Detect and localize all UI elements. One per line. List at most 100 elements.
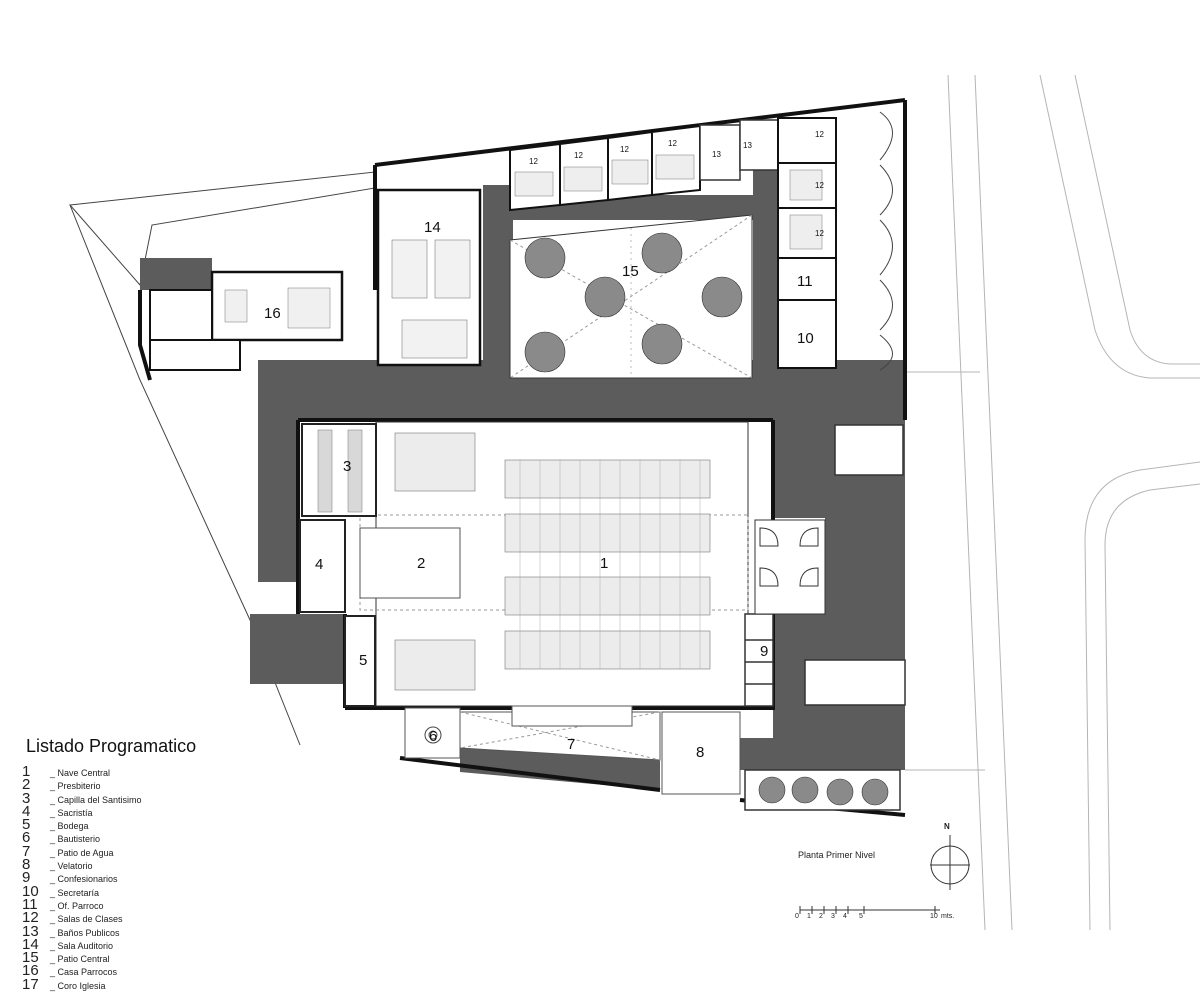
label-room-11: 11 [797, 273, 813, 290]
label-room-4: 4 [315, 556, 323, 573]
east-arches [879, 111, 893, 371]
plan-title: Planta Primer Nivel [798, 850, 876, 860]
scale-tick-label: 4 [843, 913, 847, 920]
room-bautisterio [404, 707, 461, 759]
label-classroom-12: 12 [815, 229, 824, 238]
legend-number: 12 [22, 909, 39, 927]
room-casa-parrocos [149, 270, 344, 371]
legend-label: Coro Iglesia [50, 980, 106, 993]
north-arrow-icon [930, 835, 970, 890]
legend-number: 17 [22, 975, 39, 993]
legend-number: 6 [22, 829, 31, 847]
site-boundary [68, 171, 376, 287]
label-classroom-12: 12 [620, 145, 629, 154]
legend-number: 3 [22, 789, 31, 807]
room-patio-de-agua [459, 705, 661, 761]
scale-tick-label: 10 [930, 913, 938, 920]
legend-label: Capilla del Santisimo [50, 794, 142, 807]
legend-item: 3 Capilla del Santisimo [22, 789, 282, 807]
legend-item: 12 Salas de Clases [22, 909, 282, 927]
legend-label: Patio Central [50, 953, 110, 966]
legend-item: 9Confesionarios [22, 870, 282, 886]
classroom-desks [514, 154, 695, 197]
north-label: N [944, 822, 950, 831]
legend-number: 16 [22, 962, 39, 980]
legend-item: 2 Presbiterio [22, 776, 282, 794]
label-room-10: 10 [797, 330, 814, 347]
legend: Listado Programatico 1Nave Central2Presb… [22, 736, 282, 993]
legend-label: Of. Parroco [50, 900, 104, 913]
label-room-16: 16 [264, 305, 281, 322]
legend-item: 10 Secretaría [22, 882, 282, 900]
legend-item: 17 Coro Iglesia [22, 975, 282, 993]
legend-label: Velatorio [50, 860, 93, 873]
label-room-5: 5 [359, 652, 367, 669]
legend-label: Confesionarios [50, 873, 118, 886]
label-room-9: 9 [760, 643, 768, 660]
label-classroom-12: 12 [668, 139, 677, 148]
legend-label: Sacristía [50, 807, 93, 820]
label-classroom-12: 12 [815, 130, 824, 139]
legend-number: 10 [22, 882, 39, 900]
legend-item: 16Casa Parrocos [22, 962, 282, 980]
legend-number: 4 [22, 802, 31, 820]
label-room-2: 2 [417, 555, 425, 572]
pew-rows [394, 432, 711, 691]
label-classroom-12: 12 [574, 151, 583, 160]
restrooms [699, 119, 779, 181]
street-lines [905, 74, 1200, 931]
legend-item: 14 Sala Auditorio [22, 935, 282, 953]
legend-number: 8 [22, 856, 31, 874]
legend-number: 13 [22, 922, 39, 940]
entrance-doors [754, 519, 826, 615]
legend-label: Nave Central [50, 767, 111, 780]
label-room-3: 3 [343, 458, 351, 475]
legend-number: 2 [22, 776, 31, 794]
label-room-15: 15 [622, 263, 639, 280]
legend-item: 6Bautisterio [22, 829, 282, 847]
scale-tick-label: 1 [807, 913, 811, 920]
scale-bar [799, 906, 940, 914]
trees [524, 232, 889, 806]
label-room-1: 1 [600, 555, 608, 572]
legend-label: Salas de Clases [50, 913, 123, 926]
scale-tick-label: 0 [795, 913, 799, 920]
room-nave-central [359, 421, 749, 707]
room-capilla [301, 423, 377, 517]
legend-item: 8 Velatorio [22, 856, 282, 874]
room-velatorio [661, 711, 741, 795]
room-bodega [344, 615, 376, 707]
legend-item: 13 Baños Publicos [22, 922, 282, 940]
label-room-14: 14 [424, 219, 441, 236]
label-classroom-12: 12 [815, 181, 824, 190]
legend-list: 1 Nave Central 2 Presbiterio 3 Capilla del Sa… [22, 763, 282, 993]
legend-number: 1 [22, 763, 31, 780]
legend-label: Baños Publicos [50, 927, 120, 940]
scale-tick-label: 5 [859, 913, 863, 920]
legend-label: Bodega [50, 820, 89, 833]
label-room-7: 7 [567, 736, 575, 753]
legend-item: 5 Bodega [22, 816, 282, 834]
label-classroom-12: 12 [529, 157, 538, 166]
legend-number: 11 [22, 895, 38, 913]
legend-item: 11 Of. Parroco [22, 895, 282, 913]
legend-label: Presbiterio [50, 780, 101, 793]
room-presbiterio [359, 527, 461, 599]
legend-number: 15 [22, 949, 39, 967]
legend-number: 7 [22, 842, 31, 860]
label-room-6: 6 [429, 728, 437, 745]
label-restroom-13: 13 [743, 141, 752, 150]
legend-label: Patio de Agua [50, 847, 114, 860]
legend-label: Sala Auditorio [50, 940, 114, 953]
room-patio-central [509, 214, 753, 379]
label-room-8: 8 [696, 744, 704, 761]
legend-number: 5 [22, 816, 31, 834]
room-sala-auditorio [376, 188, 482, 367]
legend-number: 14 [22, 935, 39, 953]
legend-label: Secretaría [50, 887, 100, 900]
room-confesionarios [744, 613, 774, 707]
room-sacristia [299, 519, 346, 613]
scale-tick-label: 2 [819, 913, 823, 920]
scale-unit: mts. [941, 913, 955, 920]
